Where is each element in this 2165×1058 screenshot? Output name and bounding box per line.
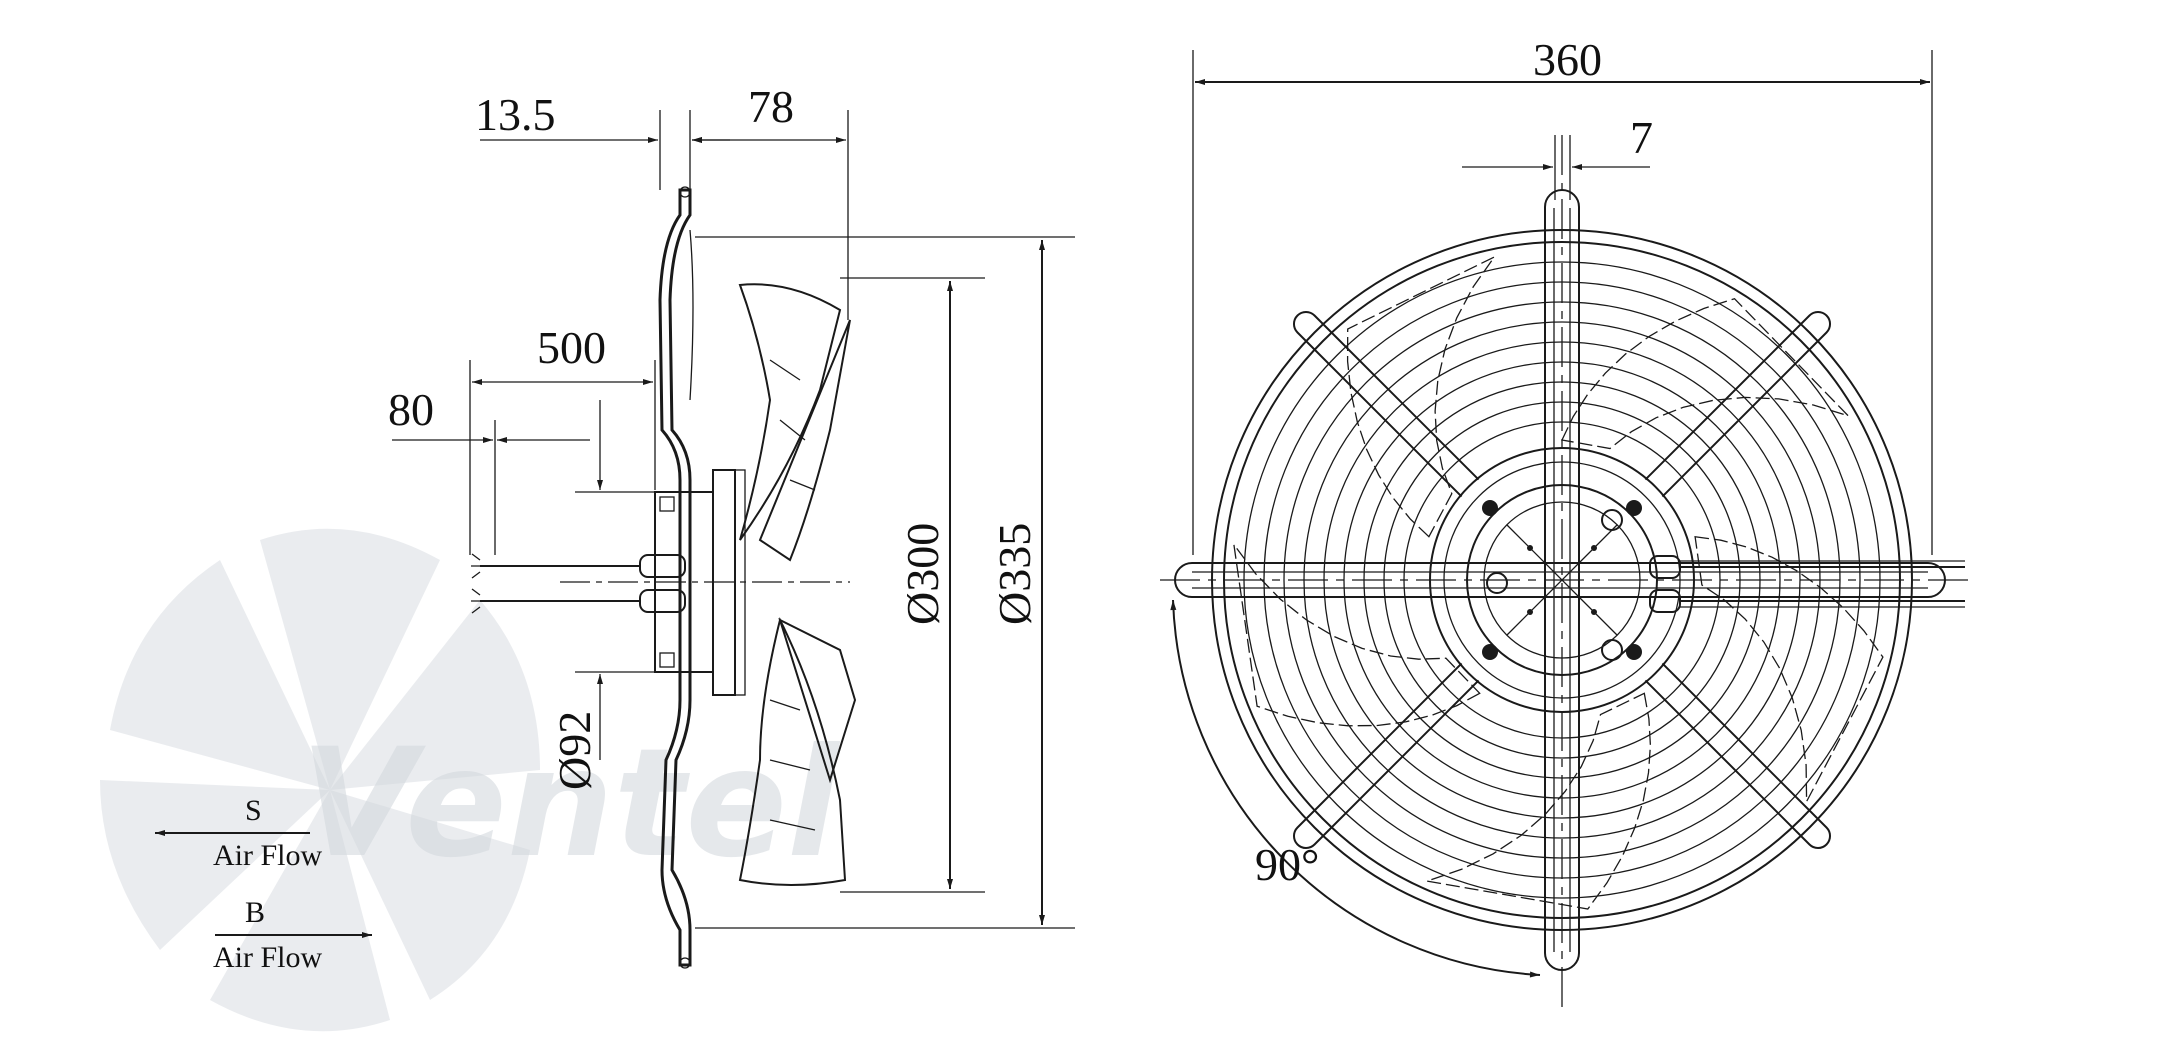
cable-1-wires — [471, 553, 481, 579]
airflow-b-label: Air Flow — [213, 941, 323, 974]
mounting-bar-horizontal — [1174, 562, 1946, 598]
blade-lower-front — [778, 618, 857, 784]
plate-bolt-top — [679, 186, 691, 198]
motor-tab-bottom — [659, 652, 675, 668]
dim-335: Ø335 — [989, 523, 1040, 625]
angle-arc-90 — [1170, 599, 1541, 978]
motor-outer-ring — [1429, 447, 1695, 713]
cable-gland-2 — [639, 589, 686, 613]
guard-rings — [1211, 229, 1913, 931]
guard-ring — [1323, 341, 1801, 819]
motor-dot-1 — [1527, 545, 1533, 551]
guard-ring — [1343, 361, 1781, 799]
support-arm — [1644, 311, 1831, 498]
motor-rotor — [734, 469, 746, 696]
dim-13-5: 13.5 — [475, 89, 556, 140]
blade-upper-hatch — [769, 359, 816, 491]
motor-screw-2 — [1486, 572, 1508, 594]
dim-80: 80 — [388, 384, 434, 435]
support-arm — [1644, 662, 1831, 849]
dim-500: 500 — [537, 322, 606, 373]
motor-dot-3 — [1527, 609, 1533, 615]
cable-gland-1 — [639, 554, 686, 578]
guard-ring — [1211, 229, 1913, 931]
dim-300: Ø300 — [897, 523, 948, 625]
guard-ring — [1283, 301, 1841, 859]
motor-ring-2 — [1443, 461, 1681, 699]
blade-upper-front — [758, 319, 851, 562]
motor-screw-1 — [1601, 509, 1623, 531]
mounting-bar-vertical — [1544, 189, 1580, 971]
blade-lower-hatch — [769, 699, 816, 831]
fan-blade-outline — [1694, 535, 1884, 802]
guard-ring — [1223, 241, 1901, 919]
motor-bolt-3 — [1482, 644, 1498, 660]
guard-ring — [1263, 281, 1861, 879]
fan-blade-outline — [1561, 297, 1849, 450]
guard-ring — [1363, 381, 1761, 779]
motor-screw-3 — [1601, 639, 1623, 661]
motor-bolt-1 — [1482, 500, 1498, 516]
guard-ring — [1403, 421, 1721, 739]
guard-ring — [1243, 261, 1881, 899]
dim-92: Ø92 — [549, 711, 600, 790]
motor-dot-4 — [1591, 609, 1597, 615]
watermark-fan-icon — [100, 528, 540, 1032]
airflow-legend: S Air Flow B Air Flow — [155, 794, 372, 974]
watermark-logo: Ventel — [100, 528, 841, 1032]
side-view: 13.5 78 500 80 Ø300 Ø335 Ø92 — [388, 81, 1075, 969]
plate-inner-line — [689, 229, 694, 401]
dim-7: 7 — [1630, 112, 1653, 163]
fan-blade-outline — [1346, 256, 1495, 538]
guard-ring — [1303, 321, 1821, 839]
fan-blade-outline — [1426, 692, 1652, 910]
plate-bolt-bottom — [679, 957, 691, 969]
motor-ring-3 — [1466, 484, 1658, 676]
angle-90: 90° — [1255, 839, 1319, 890]
blade-upper — [738, 283, 842, 541]
dim-78: 78 — [748, 81, 794, 132]
airflow-s-letter: S — [245, 794, 262, 827]
airflow-s-label: Air Flow — [213, 839, 323, 872]
guard-ring — [1383, 401, 1741, 759]
dim-360: 360 — [1533, 34, 1602, 85]
support-arm — [1293, 311, 1480, 498]
airflow-b-letter: B — [245, 896, 265, 929]
front-view: 360 7 — [1160, 34, 1975, 1010]
motor-bolt-4 — [1626, 644, 1642, 660]
motor-bolt-2 — [1626, 500, 1642, 516]
motor-tab-top — [659, 496, 675, 512]
motor-ring-4 — [1483, 501, 1641, 659]
motor-dot-2 — [1591, 545, 1597, 551]
watermark-text: Ventel — [300, 717, 841, 891]
cable-2-wires — [471, 588, 481, 614]
